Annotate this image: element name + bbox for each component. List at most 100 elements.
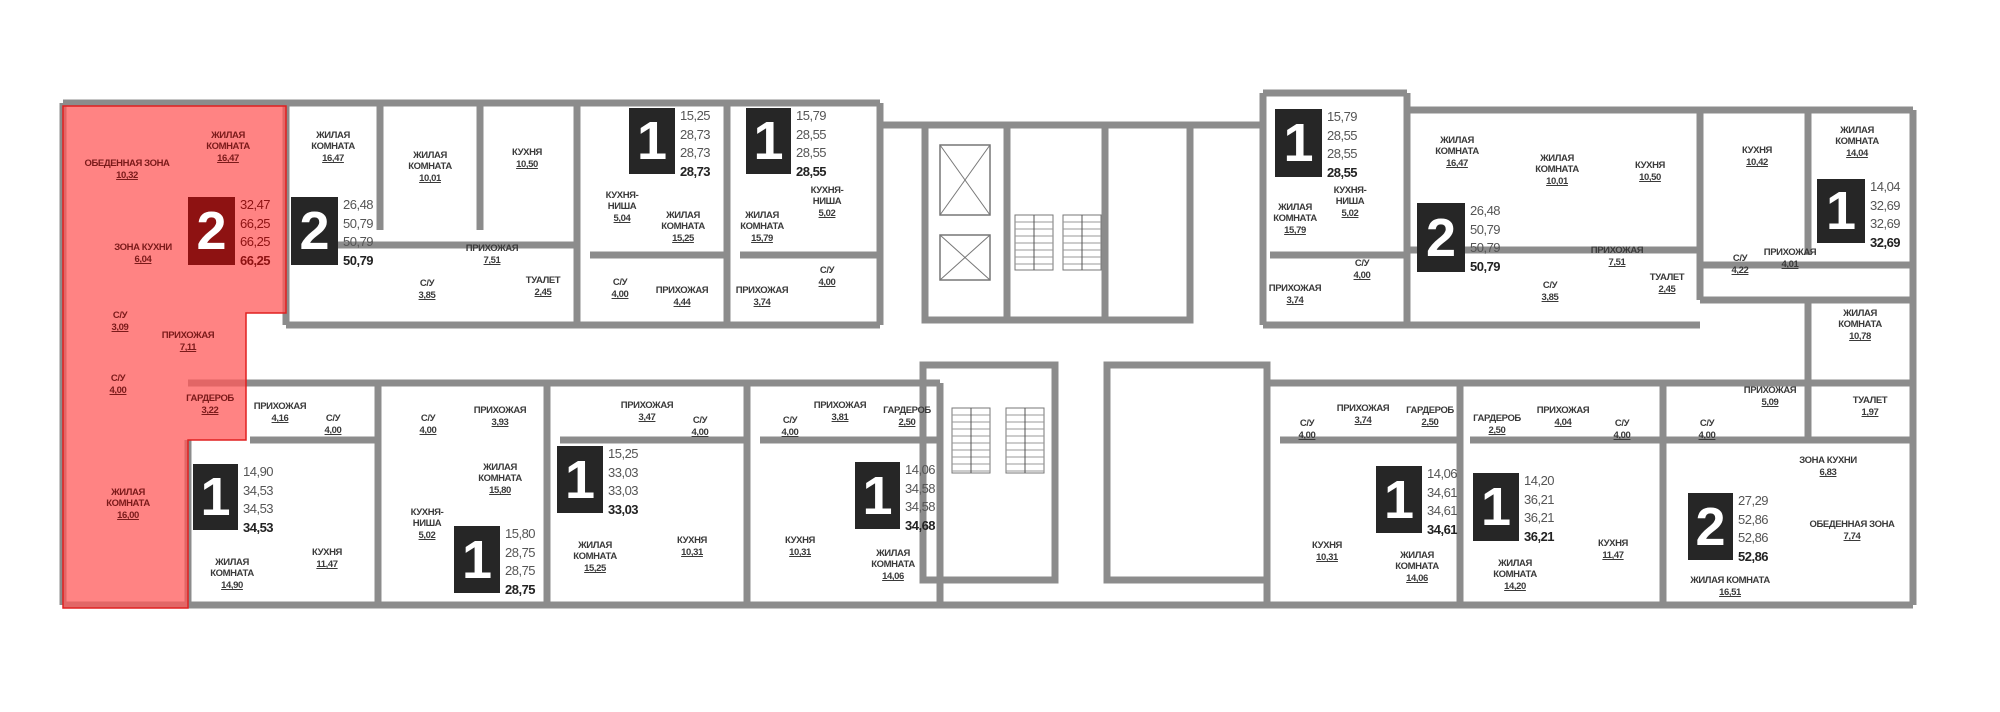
room-name: ПРИХОЖАЯ bbox=[655, 285, 709, 296]
room-count-badge[interactable]: 2 bbox=[188, 197, 235, 265]
room-count-badge[interactable]: 1 bbox=[629, 108, 675, 174]
room-name: ЖИЛАЯ КОМНАТА bbox=[311, 130, 355, 152]
room-name: КУХНЯ bbox=[785, 535, 815, 546]
room-name: КУХНЯ-НИША bbox=[410, 507, 444, 529]
room-area: 14,06 bbox=[1406, 573, 1428, 584]
room-area: 10,50 bbox=[1639, 172, 1661, 183]
room-name: ЖИЛАЯ КОМНАТА bbox=[573, 540, 617, 562]
room-area: 10,31 bbox=[681, 547, 703, 558]
room-count-badge[interactable]: 2 bbox=[1417, 203, 1465, 272]
room-name: С/У bbox=[612, 277, 628, 288]
room-area: 2,50 bbox=[1421, 417, 1439, 428]
room-name: С/У bbox=[1354, 258, 1370, 269]
area-value: 28,55 bbox=[796, 145, 827, 160]
area-value: 50,79 bbox=[343, 252, 374, 268]
room-area: 3,85 bbox=[418, 290, 436, 301]
area-value: 15,25 bbox=[608, 446, 639, 461]
room-area: 4,00 bbox=[611, 289, 629, 300]
room-count-badge[interactable]: 1 bbox=[1817, 179, 1865, 243]
room-name: ОБЕДЕННАЯ ЗОНА bbox=[84, 158, 170, 169]
room-count-badge[interactable]: 1 bbox=[193, 464, 238, 530]
room-name: ЖИЛАЯ КОМНАТА bbox=[740, 210, 784, 232]
room-name: ЖИЛАЯ КОМНАТА bbox=[478, 462, 522, 484]
room-area: 16,47 bbox=[217, 153, 239, 164]
stairs-icon bbox=[1005, 407, 1045, 474]
room-name: ГАРДЕРОБ bbox=[186, 393, 234, 404]
room-area: 6,83 bbox=[1819, 467, 1837, 478]
room-name: ТУАЛЕТ bbox=[1852, 395, 1888, 406]
area-value: 28,75 bbox=[505, 581, 536, 597]
room-name: КУХНЯ bbox=[512, 147, 542, 158]
area-value: 15,79 bbox=[1327, 109, 1358, 124]
room-name: С/У bbox=[420, 413, 436, 424]
room-area: 10,31 bbox=[1316, 552, 1338, 563]
room-count-badge[interactable]: 1 bbox=[454, 526, 500, 593]
area-value: 28,55 bbox=[796, 163, 827, 179]
area-value: 66,25 bbox=[240, 234, 271, 249]
room-area: 14,20 bbox=[1504, 581, 1526, 592]
room-name: ЗОНА КУХНИ bbox=[114, 242, 172, 253]
room-count-badge[interactable]: 1 bbox=[557, 446, 603, 513]
room-area: 3,74 bbox=[753, 297, 771, 308]
room-area: 14,06 bbox=[882, 571, 904, 582]
room-area: 4,00 bbox=[419, 425, 437, 436]
room-count-badge[interactable]: 2 bbox=[1688, 493, 1733, 560]
room-name: ЖИЛАЯ КОМНАТА bbox=[661, 210, 705, 232]
area-value: 36,21 bbox=[1524, 491, 1555, 507]
room-area: 5,04 bbox=[613, 213, 631, 224]
room-area: 7,74 bbox=[1843, 531, 1861, 542]
area-value: 34,53 bbox=[243, 482, 274, 498]
area-value: 34,61 bbox=[1427, 503, 1458, 518]
room-area: 4,00 bbox=[109, 385, 127, 396]
area-value: 36,21 bbox=[1524, 528, 1555, 544]
area-value: 28,55 bbox=[796, 126, 827, 142]
room-area: 7,51 bbox=[1608, 257, 1626, 268]
area-value: 14,04 bbox=[1870, 179, 1901, 194]
room-area: 4,00 bbox=[1698, 430, 1716, 441]
room-name: ГАРДЕРОБ bbox=[883, 405, 931, 416]
area-value: 50,79 bbox=[343, 215, 374, 231]
room-name: КУХНЯ bbox=[1312, 540, 1342, 551]
room-count-badge[interactable]: 1 bbox=[1376, 466, 1422, 533]
room-count-badge[interactable]: 2 bbox=[291, 197, 338, 265]
room-name: КУХНЯ bbox=[312, 547, 342, 558]
room-name: ЖИЛАЯ КОМНАТА bbox=[1535, 153, 1579, 175]
room-count-badge[interactable]: 1 bbox=[746, 108, 791, 174]
room-name: ЖИЛАЯ КОМНАТА bbox=[1838, 308, 1882, 330]
room-name: ПРИХОЖАЯ bbox=[735, 285, 789, 296]
room-count-badge[interactable]: 1 bbox=[1275, 109, 1322, 177]
stairs-icon bbox=[1062, 214, 1102, 271]
area-value: 34,53 bbox=[243, 519, 274, 535]
area-value: 28,75 bbox=[505, 563, 536, 578]
room-area: 4,01 bbox=[1781, 259, 1799, 270]
room-area: 5,02 bbox=[1341, 208, 1359, 219]
room-name: ПРИХОЖАЯ bbox=[620, 400, 674, 411]
core-room bbox=[919, 361, 1059, 584]
room-count-badge[interactable]: 1 bbox=[855, 462, 900, 529]
area-value: 14,06 bbox=[905, 462, 936, 477]
room-count-badge[interactable]: 1 bbox=[1473, 473, 1519, 541]
